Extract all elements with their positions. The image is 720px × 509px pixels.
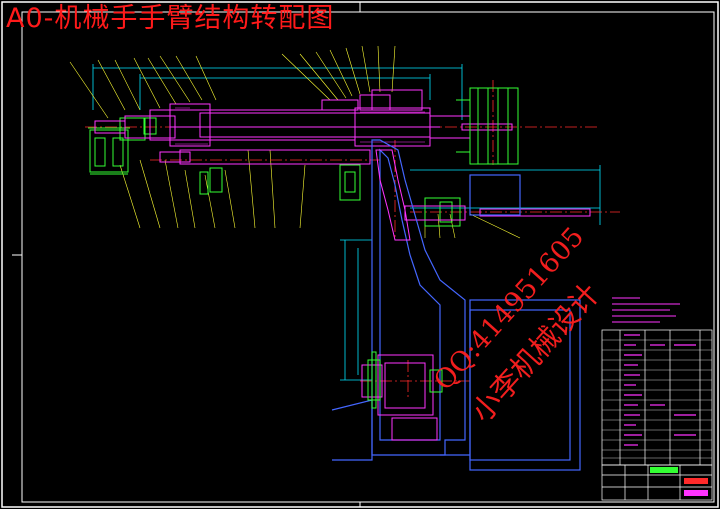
column-sections [361, 89, 438, 441]
column-bearings [367, 351, 443, 409]
column-body [331, 139, 581, 471]
title-block-drawing-no-field [684, 478, 708, 484]
technical-notes [612, 297, 680, 323]
section-hatching [175, 107, 425, 145]
top-dimensions [92, 64, 601, 381]
parts-list-rows [602, 339, 712, 459]
parts-list-table [601, 329, 713, 466]
motor-unit [456, 87, 519, 165]
arm-shafts [94, 94, 591, 221]
title-block-scale-field [684, 490, 708, 496]
title-block [601, 464, 713, 501]
gripper-assembly [88, 117, 461, 227]
drawing-title: A0-机械手手臂结构转配图 [6, 3, 335, 34]
title-block-name-field [650, 467, 678, 473]
parts-list-text-marks [624, 334, 696, 446]
leader-lines [69, 45, 521, 239]
inner-frame [21, 11, 715, 503]
